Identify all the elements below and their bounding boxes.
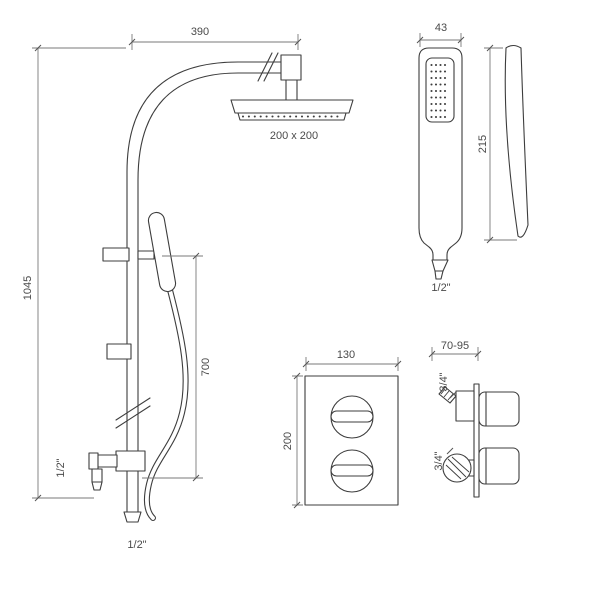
dimension-tick — [416, 36, 465, 44]
dimension-tick — [34, 44, 42, 502]
handset-front-view: 1/2" — [418, 47, 463, 294]
valve-bottom-inlet: 3/4" — [433, 447, 475, 483]
valve-plate — [304, 375, 399, 506]
leader-tick — [449, 391, 457, 399]
inlet-thread-hatch — [445, 456, 470, 480]
head-connector-neck — [285, 79, 298, 101]
knob-handle-bar — [330, 464, 374, 477]
valve-depth-label: 70-95 — [441, 340, 469, 352]
hand-shower-hose — [143, 287, 189, 521]
dimension-line — [131, 34, 299, 50]
leader-tick — [446, 447, 454, 455]
outlet-connection-label: 1/2" — [55, 458, 67, 477]
valve-knob-top — [330, 395, 374, 439]
dimension-tick — [192, 252, 200, 482]
handset-connection-label: 1/2" — [431, 282, 450, 294]
head-connector-block — [280, 54, 302, 81]
outlet-pipe — [95, 454, 118, 468]
handset-length-label: 215 — [477, 135, 489, 153]
handset-connector-nub — [434, 270, 444, 280]
rail-bracket-top — [102, 247, 130, 262]
dimension-tick — [302, 360, 402, 368]
riser-width-label: 390 — [191, 26, 209, 38]
handset-side-view — [504, 44, 529, 238]
dimension-line — [419, 33, 462, 47]
riser-column-view: 390 1045 200 x 200 — [22, 26, 354, 551]
knob-handle-bar — [330, 410, 374, 423]
dimension-tick — [293, 372, 301, 509]
dimension-tick — [486, 44, 494, 244]
shower-head-body — [230, 99, 354, 114]
rail-bracket-bottom — [106, 343, 132, 360]
valve-top-inlet: 3/4" — [438, 372, 475, 422]
outlet-nut — [88, 452, 99, 470]
outlet-nipple — [91, 468, 103, 483]
knob-cylinder — [478, 447, 520, 485]
hand-shower-on-rail — [147, 211, 177, 293]
rail-length-dimension: 700 — [142, 252, 212, 482]
outlet-body — [115, 450, 146, 472]
pipe-break-marks-bottom — [115, 397, 151, 429]
valve-width-dimension: 130 — [302, 349, 402, 371]
handset-body — [418, 47, 463, 261]
valve-front-view: 130 200 — [282, 349, 402, 509]
handset-holder-arm — [137, 250, 155, 260]
handset-length-dimension: 215 — [477, 44, 517, 244]
handset-width-label: 43 — [435, 22, 447, 34]
riser-width-dimension: 390 — [128, 26, 302, 50]
valve-height-dimension: 200 — [282, 372, 303, 509]
hand-shower-view: 43 1/2" 215 — [416, 22, 529, 294]
riser-height-label: 1045 — [22, 276, 34, 300]
riser-height-dimension: 1045 — [22, 44, 126, 502]
riser-pipe — [126, 61, 282, 513]
dimension-tick — [428, 350, 482, 358]
valve-side-knob-bottom — [478, 447, 520, 485]
inlet-body — [455, 390, 475, 422]
pipe-break-marks-top — [257, 52, 279, 82]
spray-face — [425, 57, 455, 123]
valve-knob-bottom — [330, 449, 374, 493]
shower-head-size-label: 200 x 200 — [270, 130, 318, 142]
valve-bottom-connection-label: 3/4" — [433, 451, 445, 470]
wand-outline — [504, 44, 529, 238]
handset-connector-cone — [431, 259, 449, 272]
shower-head-lip — [237, 112, 347, 121]
dimension-line — [32, 47, 126, 499]
bottom-connection-label: 1/2" — [127, 539, 146, 551]
valve-side-view: 70-95 3/4" 3/4" — [428, 340, 520, 498]
bottom-inlet-cone — [123, 511, 142, 523]
valve-width-label: 130 — [337, 349, 355, 361]
valve-plate-edge — [473, 383, 480, 498]
rail-length-label: 700 — [200, 358, 212, 376]
outlet-elbow: 1/2" — [55, 450, 146, 491]
spray-nozzles — [430, 63, 451, 119]
outlet-cone — [91, 481, 103, 491]
valve-depth-dimension: 70-95 — [428, 340, 482, 361]
handset-width-dimension: 43 — [416, 22, 465, 47]
shower-head: 200 x 200 — [230, 99, 354, 142]
dimension-tick — [128, 38, 302, 46]
valve-height-label: 200 — [282, 432, 294, 450]
valve-side-knob-top — [478, 391, 520, 427]
knob-cylinder — [478, 391, 520, 427]
hose-fill — [145, 288, 188, 520]
riser-bottom-inlet: 1/2" — [123, 511, 147, 551]
valve-top-connection-label: 3/4" — [438, 372, 450, 391]
